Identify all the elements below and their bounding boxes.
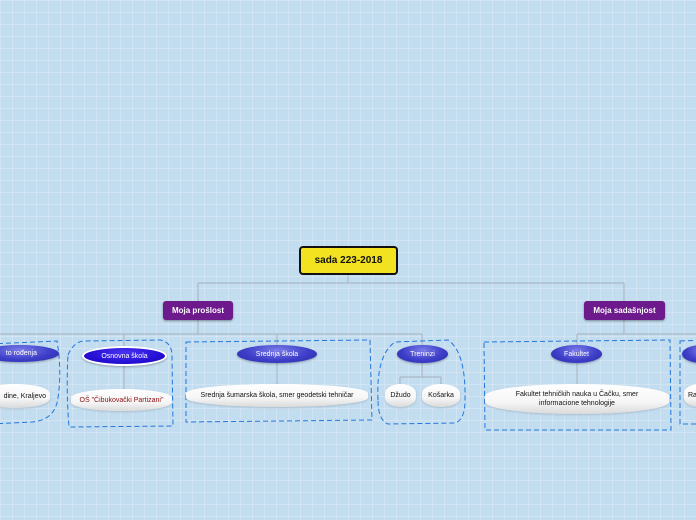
topic-osnovna-skola[interactable]: Osnovna škola — [82, 346, 167, 366]
boundary-right — [679, 339, 696, 425]
topic-leaf-connectors — [123, 362, 578, 390]
branch-moja-sadasnjost[interactable]: Moja sadašnjost — [584, 301, 665, 320]
leaf-srednja-skola[interactable]: Srednja šumarska škola, smer geodetski t… — [186, 384, 368, 407]
branch-moja-proslost[interactable]: Moja prošlost — [163, 301, 233, 320]
boundary-trainings — [377, 339, 466, 425]
root-connector — [197, 274, 625, 301]
topic-cut-right[interactable] — [682, 345, 696, 363]
leaf-osnovna-skola[interactable]: OŠ "Čibukovački Partizani" — [71, 389, 172, 411]
leaf-cut-right[interactable]: Ra — [684, 384, 696, 407]
boundary-primary — [66, 339, 174, 428]
topic-fakultet[interactable]: Fakultet — [551, 345, 602, 363]
leaf-mesto-rodjenja[interactable]: dine, Kraljevo — [0, 384, 50, 408]
boundary-faculty — [483, 339, 672, 431]
topic-mesto-rodjenja[interactable]: to rođenja — [0, 345, 59, 362]
topic-srednja-skola[interactable]: Srednja škola — [237, 345, 317, 363]
leaf-fakultet[interactable]: Fakultet tehničkih nauka u Čačku, smer i… — [485, 384, 669, 414]
leaf-kosarka[interactable]: Košarka — [422, 384, 460, 407]
present-connector — [576, 320, 696, 346]
topic-treninzi[interactable]: Treninzi — [397, 345, 448, 363]
central-topic[interactable]: sada 223-2018 — [299, 246, 398, 275]
past-connector — [0, 320, 423, 346]
leaf-dzudo[interactable]: Džudo — [385, 384, 416, 407]
